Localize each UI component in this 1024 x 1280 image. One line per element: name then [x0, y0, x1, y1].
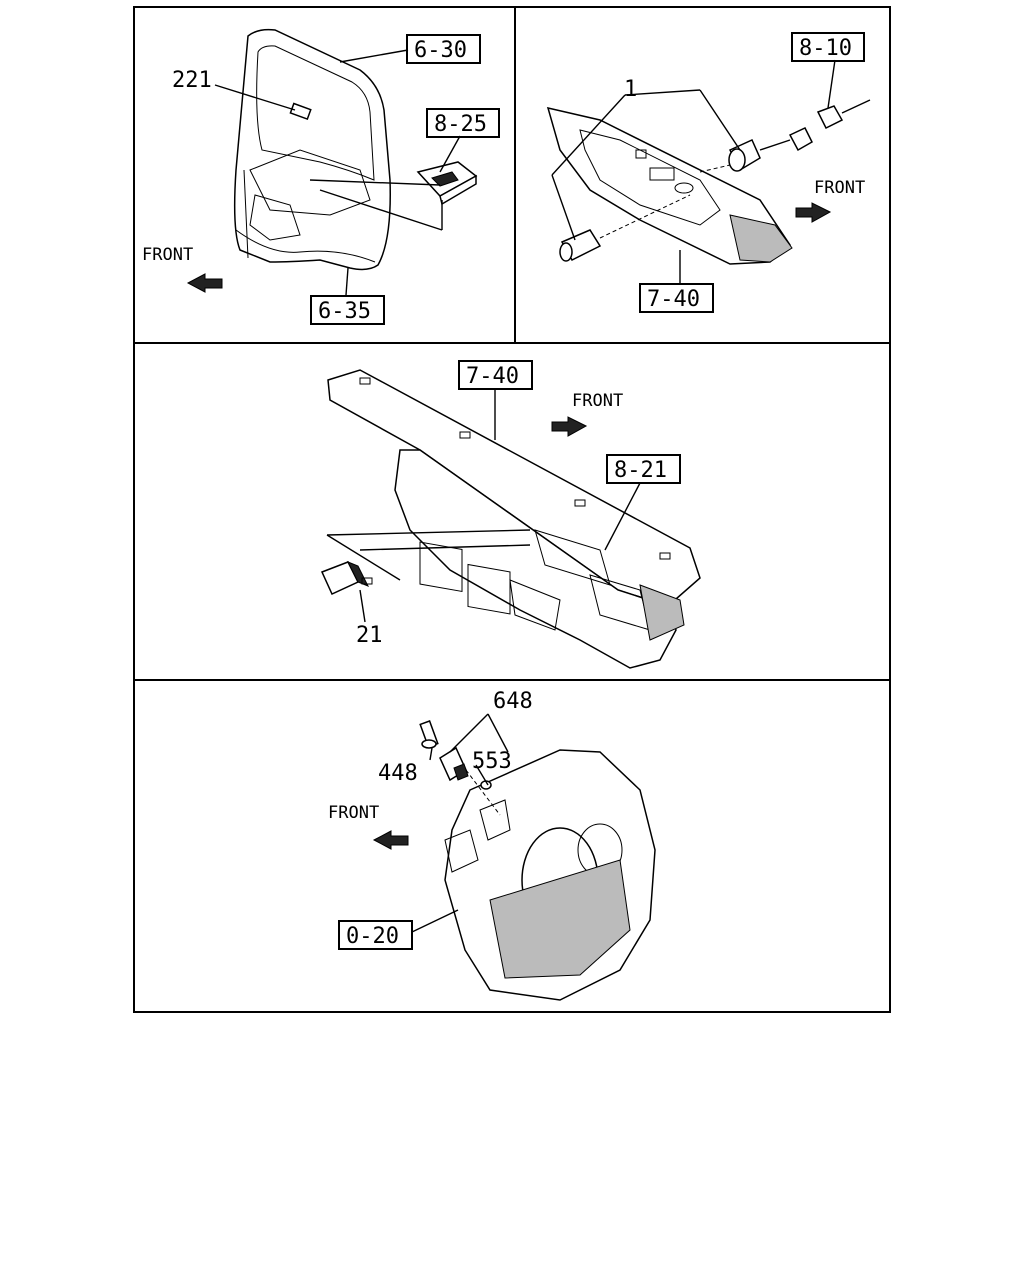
relay-side: [346, 561, 370, 587]
cluster-indicator-1: [635, 149, 647, 159]
panel-dashboard: 7-40 8-21 21 FRONT: [320, 360, 701, 669]
dashboard-face: [394, 449, 677, 669]
leader-553: [475, 764, 489, 786]
harness-wire-2: [841, 99, 871, 114]
box-label-6-30: 6-30: [414, 38, 467, 63]
relay-pins: [361, 577, 373, 585]
leader-21: [359, 589, 366, 623]
leader-21-c: [359, 544, 531, 551]
cluster-socket: [674, 182, 694, 194]
bulb-tip: [559, 242, 573, 262]
courtesy-lamp: [289, 102, 312, 121]
leader-8-10: [827, 59, 836, 109]
speed-sensor-tip: [453, 763, 469, 781]
box-8-10: [791, 32, 865, 62]
leader-221: [214, 84, 296, 111]
front-label: FRONT: [572, 391, 623, 411]
box-0-20: [338, 920, 413, 950]
housing-mount: [444, 829, 479, 873]
box-label-7-40: 7-40: [466, 364, 519, 389]
leader-648-a: [449, 713, 489, 753]
leader-8-21: [604, 482, 641, 551]
box-label-6-35: 6-35: [318, 299, 371, 324]
panel-door: 221 6-30 8-25 6-35 FRONT: [142, 28, 500, 325]
part-label-448: 448: [378, 761, 418, 786]
front-arrow-icon: [795, 202, 832, 223]
dash-tab-2: [459, 431, 471, 439]
leader-socket-dash: [699, 164, 731, 173]
bolt-head: [421, 739, 437, 749]
leader-bulb-dash: [599, 194, 691, 239]
housing-ribs: [489, 859, 631, 979]
part-label-648: 648: [493, 689, 533, 714]
leader-6-35: [345, 267, 349, 296]
leader-448: [429, 747, 433, 761]
part-label-21: 21: [356, 623, 383, 648]
box-8-21: [606, 454, 681, 484]
door-panel: [233, 28, 391, 271]
leader-1-d: [551, 174, 576, 241]
dash-end-cap: [639, 584, 685, 641]
leader-648-b: [487, 713, 509, 753]
box-label-8-25: 8-25: [434, 112, 487, 137]
leader-0-20: [411, 909, 459, 933]
box-7-40: [639, 283, 714, 313]
leader-1-a: [551, 94, 626, 176]
dash-vent-center: [467, 563, 511, 615]
box-7-40: [458, 360, 533, 390]
dash-tab-3: [574, 499, 586, 507]
door-pocket: [249, 194, 301, 241]
box-label-7-40: 7-40: [647, 287, 700, 312]
front-arrow-icon: [551, 416, 588, 437]
part-label-221: 221: [172, 68, 212, 93]
box-6-30: [406, 34, 481, 64]
door-window-frame: [256, 45, 375, 181]
cluster-indicator-2: [649, 167, 675, 181]
door-lower-curve: [235, 229, 376, 263]
front-label: FRONT: [142, 245, 193, 265]
dash-glovebox: [509, 579, 561, 631]
leader-1-b: [624, 89, 701, 96]
bulb-socket-end: [728, 148, 746, 172]
socket-connector: [788, 127, 813, 152]
leader-1-c: [699, 89, 741, 151]
leader-8-25-b: [319, 189, 443, 231]
door-armrest: [249, 149, 371, 216]
box-label-8-21: 8-21: [614, 458, 667, 483]
window-switch-buttons: [431, 171, 459, 187]
sensor-install-dash: [465, 769, 501, 816]
front-arrow-icon: [186, 273, 223, 293]
leader-21-b: [326, 534, 401, 581]
cluster-bezel: [546, 106, 791, 265]
leader-8-25-a: [309, 179, 441, 186]
front-label: FRONT: [814, 178, 865, 198]
box-8-25: [426, 108, 500, 138]
leader-6-30: [339, 49, 409, 63]
sensor-boss: [479, 799, 511, 841]
part-label-553: 553: [472, 749, 512, 774]
door-edge: [243, 169, 249, 259]
instrument-cluster: [534, 529, 611, 586]
dash-vent-left: [419, 541, 463, 593]
diagram-frame: [133, 6, 891, 1013]
part-label-1: 1: [624, 77, 637, 102]
harness-wire: [759, 139, 791, 151]
harness-connector: [816, 105, 844, 130]
box-6-35: [310, 295, 385, 325]
cluster-end-cap: [729, 214, 793, 263]
leader-8-25: [439, 135, 461, 173]
box-label-0-20: 0-20: [346, 924, 399, 949]
box-label-8-10: 8-10: [799, 36, 852, 61]
leader-21-a: [326, 529, 531, 536]
dash-tab-4: [659, 552, 671, 560]
panel-cluster: 1 8-10 7-40 FRONT: [546, 32, 871, 313]
front-label: FRONT: [328, 803, 379, 823]
front-arrow-icon: [372, 830, 409, 850]
panel-flywheel-housing: 648 448 553 0-20 FRONT: [328, 689, 656, 1001]
cluster-bezel-inner: [579, 129, 721, 226]
dash-tab-1: [359, 377, 371, 385]
